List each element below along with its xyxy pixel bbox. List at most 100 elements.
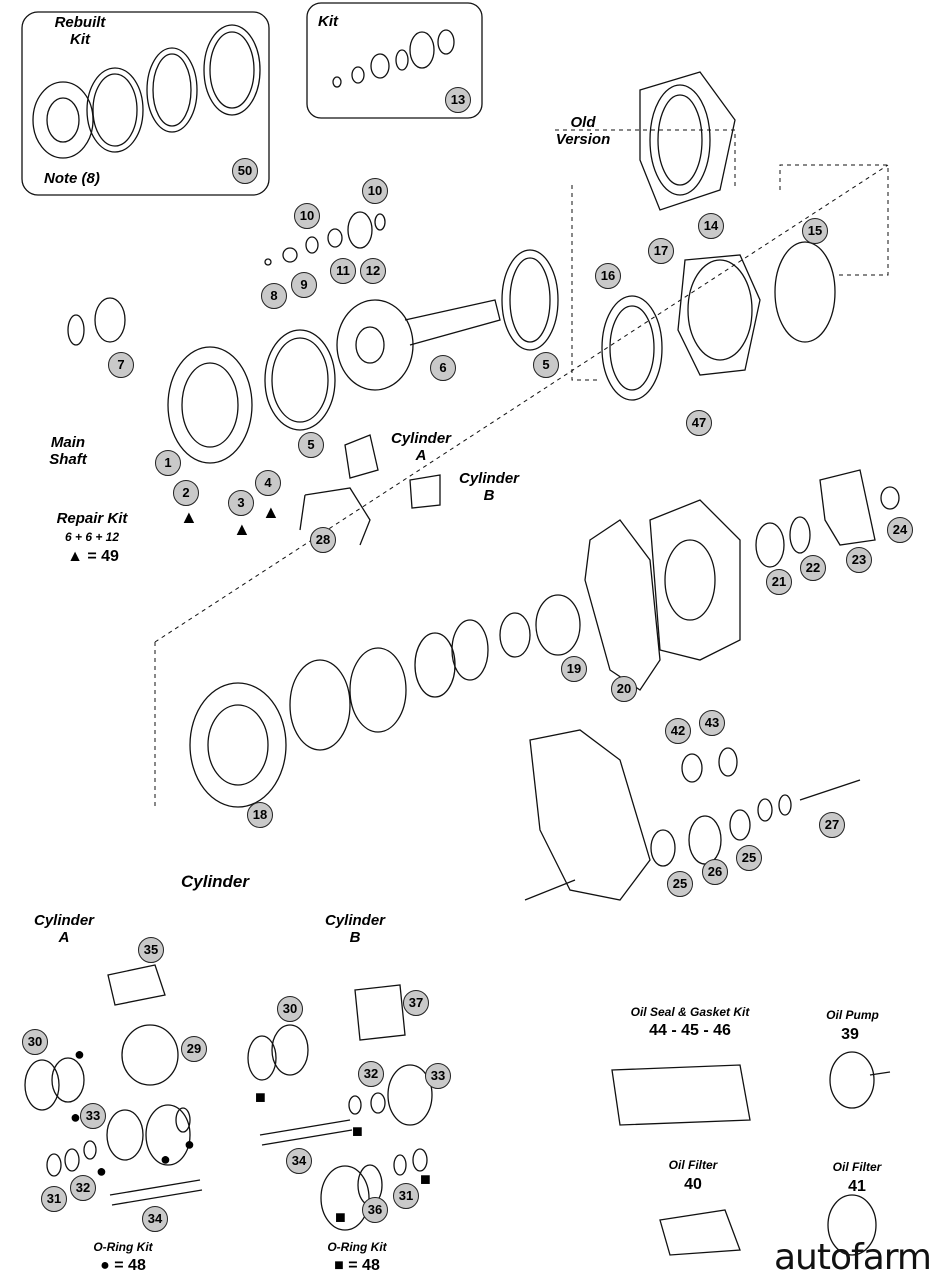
transfer-case-housing bbox=[649, 499, 741, 661]
snap-ring-15 bbox=[774, 241, 836, 343]
callout: 6 bbox=[430, 355, 456, 381]
callout: 7 bbox=[108, 352, 134, 378]
rebuilt-kit-parts bbox=[32, 24, 261, 159]
circle-marker: ● bbox=[184, 1134, 195, 1154]
oil-pump bbox=[829, 1051, 891, 1109]
nut-24 bbox=[880, 486, 900, 510]
callout: 2 bbox=[173, 480, 199, 506]
circle-marker: ● bbox=[96, 1161, 107, 1181]
callout: 10 bbox=[294, 203, 320, 229]
oil-seal-kit-numbers: 44 - 45 - 46 bbox=[649, 1022, 731, 1039]
flange-23 bbox=[819, 469, 876, 546]
callout: 26 bbox=[702, 859, 728, 885]
callout: 13 bbox=[445, 87, 471, 113]
callout: 50 bbox=[232, 158, 258, 184]
oil-filter-41-number: 41 bbox=[848, 1178, 866, 1195]
kit-small-parts bbox=[332, 29, 455, 88]
circle-marker: ● bbox=[74, 1044, 85, 1064]
pressure-plate-17 bbox=[677, 254, 761, 376]
oil-pump-label: Oil Pump bbox=[826, 1008, 879, 1022]
callout: 1 bbox=[155, 450, 181, 476]
note-label: Note (8) bbox=[44, 170, 100, 187]
gear-12-set bbox=[264, 211, 386, 266]
callout: 33 bbox=[80, 1103, 106, 1129]
cylinder-section-title: Cylinder bbox=[180, 872, 250, 891]
callout: 18 bbox=[247, 802, 273, 828]
callout: 34 bbox=[142, 1206, 168, 1232]
callout: 11 bbox=[330, 258, 356, 284]
callout: 31 bbox=[41, 1186, 67, 1212]
oil-filter-40-number: 40 bbox=[684, 1176, 702, 1193]
kit-label: Kit bbox=[318, 13, 338, 30]
triangle-marker: ▲ bbox=[262, 502, 280, 522]
oil-filter-40-label: Oil Filter bbox=[668, 1158, 718, 1172]
callout: 30 bbox=[22, 1029, 48, 1055]
callout: 8 bbox=[261, 283, 287, 309]
callout: 15 bbox=[802, 218, 828, 244]
callout: 14 bbox=[698, 213, 724, 239]
oring-kit-a-equation: ● = 48 bbox=[100, 1257, 146, 1274]
callout: 21 bbox=[766, 569, 792, 595]
callout: 27 bbox=[819, 812, 845, 838]
circle-marker: ● bbox=[70, 1107, 81, 1127]
callout: 17 bbox=[648, 238, 674, 264]
ring-22 bbox=[789, 516, 811, 554]
bearing-7 bbox=[67, 297, 126, 346]
callout: 34 bbox=[286, 1148, 312, 1174]
cylinder-a-top bbox=[344, 434, 379, 479]
cylinder-a-parts bbox=[24, 964, 203, 1206]
rebuilt-kit-box bbox=[21, 11, 270, 196]
callout: 35 bbox=[138, 937, 164, 963]
callout: 23 bbox=[846, 547, 872, 573]
repair-kit-parts: 6 + 6 + 12 bbox=[64, 530, 120, 544]
triangle-marker: ▲ bbox=[180, 507, 198, 527]
oring-kit-b-label: O-Ring Kit bbox=[327, 1240, 387, 1254]
callout: 33 bbox=[425, 1063, 451, 1089]
gear-18 bbox=[189, 682, 287, 808]
oil-filter-41 bbox=[827, 1194, 877, 1256]
old-version-label: Old Version bbox=[555, 114, 611, 148]
oil-filter-41-label: Oil Filter bbox=[832, 1160, 882, 1174]
oil-pump-number: 39 bbox=[841, 1026, 859, 1043]
square-marker: ■ bbox=[335, 1207, 346, 1227]
triangle-marker: ▲ bbox=[233, 519, 251, 539]
square-marker: ■ bbox=[255, 1087, 266, 1107]
main-shaft-1 bbox=[167, 346, 253, 464]
cylinder-a-top-label: Cylinder A bbox=[390, 430, 451, 464]
rear-case bbox=[529, 729, 651, 901]
cylinder-b-top-label: Cylinder B bbox=[458, 470, 519, 504]
callout: 30 bbox=[277, 996, 303, 1022]
callout: 5 bbox=[533, 352, 559, 378]
ring-5-lower bbox=[264, 329, 336, 431]
seal-21 bbox=[755, 522, 785, 568]
bearing-19 bbox=[535, 594, 581, 656]
callout: 32 bbox=[70, 1175, 96, 1201]
repair-kit-equation: ▲ = 49 bbox=[67, 548, 119, 565]
callout: 25 bbox=[667, 871, 693, 897]
cylinder-b-top bbox=[409, 474, 441, 509]
callout: 5 bbox=[298, 432, 324, 458]
kit-box bbox=[306, 2, 483, 119]
repair-kit-label: Repair Kit bbox=[56, 510, 128, 527]
ring-5-upper bbox=[501, 249, 559, 351]
callout: 25 bbox=[736, 845, 762, 871]
callout: 19 bbox=[561, 656, 587, 682]
circle-marker: ● bbox=[160, 1149, 171, 1169]
cylinder-a-label: Cylinder A bbox=[33, 912, 94, 946]
callout: 37 bbox=[403, 990, 429, 1016]
callout: 42 bbox=[665, 718, 691, 744]
callout: 4 bbox=[255, 470, 281, 496]
callout: 12 bbox=[360, 258, 386, 284]
gasket-kit bbox=[611, 1064, 751, 1126]
callout: 16 bbox=[595, 263, 621, 289]
watermark-logo: autofarm bbox=[774, 1237, 932, 1278]
callout: 22 bbox=[800, 555, 826, 581]
callout: 29 bbox=[181, 1036, 207, 1062]
callout: 28 bbox=[310, 527, 336, 553]
main-shaft-label: Main Shaft bbox=[49, 434, 87, 468]
callout: 24 bbox=[887, 517, 913, 543]
shaft-6 bbox=[336, 299, 501, 391]
rebuilt-kit-label: Rebuilt Kit bbox=[54, 14, 106, 48]
fork-28 bbox=[299, 487, 371, 546]
